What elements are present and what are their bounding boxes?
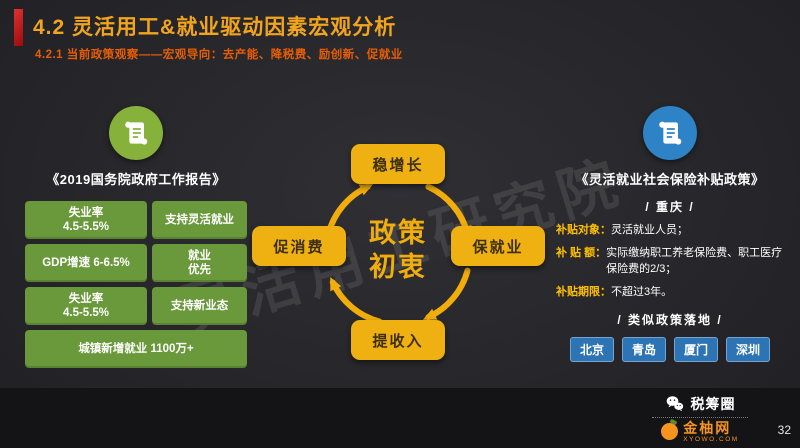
policy-row-label: 补 贴 额： (556, 246, 607, 259)
cycle-node-growth: 稳增长 (351, 144, 445, 184)
company-logo: 金柚网 XYOWO.COM (640, 419, 760, 443)
footer-divider (652, 416, 748, 418)
wechat-account: 税筹圈 (640, 394, 760, 414)
page-number: 32 (777, 423, 791, 437)
policy-row-label: 补贴期限： (556, 285, 611, 298)
subsidy-policy-panel: 《灵活就业社会保险补贴政策》 / 重庆 / 补贴对象： 灵活就业人员； 补 贴 … (552, 106, 788, 362)
policy-row-label: 补贴对象： (556, 224, 611, 236)
subsidy-detail-rows: 补贴对象： 灵活就业人员； 补 贴 额： 实际缴纳职工养老保险费、职工医疗保险费… (552, 223, 788, 301)
policy-box: 城镇新增就业 1100万+ (25, 330, 247, 368)
subsidy-policy-title: 《灵活就业社会保险补贴政策》 (575, 172, 765, 187)
cycle-center-label: 政策 初衷 (348, 217, 448, 285)
gov-report-boxes: 失业率 4.5-5.5% 支持灵活就业 GDP增速 6-6.5% 就业 优先 失… (22, 201, 250, 368)
similar-policy-header: / 类似政策落地 / (617, 312, 723, 327)
policy-row-value: 实际缴纳职工养老保险费、职工医疗保险费的2/3； (606, 246, 783, 275)
policy-row: 补贴期限： 不超过3年。 (556, 285, 784, 301)
company-name: 金柚网 (683, 419, 732, 436)
policy-box: 失业率 4.5-5.5% (25, 287, 147, 325)
policy-row: 补 贴 额： 实际缴纳职工养老保险费、职工医疗保险费的2/3； (556, 246, 784, 278)
title-accent-bar (14, 9, 23, 46)
city-tag: 厦门 (674, 336, 719, 362)
wechat-account-name: 税筹圈 (690, 395, 736, 412)
policy-row-value: 不超过3年。 (611, 285, 673, 298)
company-domain: XYOWO.COM (683, 436, 739, 443)
gov-report-panel: 《2019国务院政府工作报告》 失业率 4.5-5.5% 支持灵活就业 GDP增… (22, 106, 250, 368)
policy-row: 补贴对象： 灵活就业人员； (556, 223, 784, 239)
policy-box: 支持灵活就业 (152, 201, 247, 239)
pomelo-logo-icon (661, 423, 679, 441)
policy-box: 失业率 4.5-5.5% (25, 201, 147, 239)
cycle-node-consumption: 促消费 (252, 226, 346, 266)
city-tag: 深圳 (726, 336, 771, 362)
cycle-center-line1: 政策 (369, 218, 427, 248)
city-tag: 北京 (569, 336, 614, 362)
scroll-icon (643, 106, 697, 160)
policy-box: 就业 优先 (152, 244, 247, 282)
policy-row-value: 灵活就业人员； (611, 224, 688, 236)
footer-brand: 税筹圈 金柚网 XYOWO.COM (640, 394, 760, 443)
cycle-node-employment: 保就业 (451, 226, 545, 266)
region-header: / 重庆 / (645, 200, 695, 214)
scroll-icon (109, 106, 163, 160)
city-tags: 北京 青岛 厦门 深圳 (552, 336, 788, 362)
cycle-node-income: 提收入 (351, 320, 445, 360)
cycle-arrows (325, 183, 472, 325)
gov-report-title: 《2019国务院政府工作报告》 (46, 172, 226, 187)
slide-title: 4.2 灵活用工&就业驱动因素宏观分析 (33, 16, 397, 39)
city-tag: 青岛 (621, 336, 666, 362)
cycle-center-line2: 初衷 (369, 251, 427, 282)
footer-bar: 税筹圈 金柚网 XYOWO.COM 32 (0, 388, 800, 448)
wechat-icon (666, 395, 683, 411)
slide-subtitle: 4.2.1 当前政策观察——宏观导向：去产能、降税费、励创新、促就业 (35, 49, 403, 61)
policy-box: GDP增速 6-6.5% (25, 244, 147, 282)
policy-box: 支持新业态 (152, 287, 247, 325)
